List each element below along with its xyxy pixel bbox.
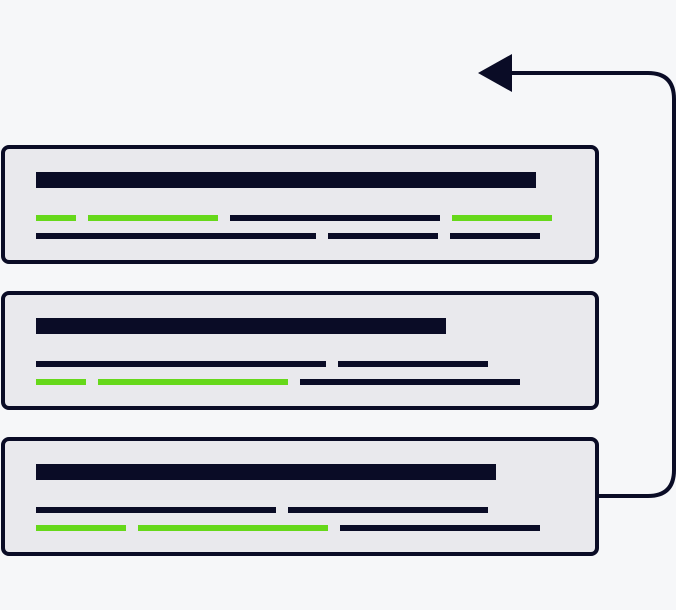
text-line (288, 507, 488, 513)
card-title-bar (36, 318, 446, 334)
highlight-text-line (36, 379, 86, 385)
card-2 (1, 291, 599, 410)
cards-group (1, 145, 599, 556)
text-line (36, 507, 276, 513)
highlight-text-line (98, 379, 288, 385)
loop-arrow-line (512, 71, 676, 498)
card-title-bar (36, 464, 496, 480)
highlight-text-line (452, 215, 552, 221)
text-line (328, 233, 438, 239)
highlight-text-line (36, 215, 76, 221)
text-line (230, 215, 440, 221)
card-frame (1, 145, 599, 264)
text-line (338, 361, 488, 367)
loop-arrow (478, 54, 676, 498)
text-line (300, 379, 520, 385)
card-3 (1, 437, 599, 556)
card-1 (1, 145, 599, 264)
highlight-text-line (36, 525, 126, 531)
card-frame (1, 291, 599, 410)
card-title-bar (36, 172, 536, 188)
arrow-head-icon (478, 54, 512, 92)
highlight-text-line (88, 215, 218, 221)
text-line (36, 233, 316, 239)
card-frame (1, 437, 599, 556)
text-line (450, 233, 540, 239)
text-line (36, 361, 326, 367)
highlight-text-line (138, 525, 328, 531)
text-line (340, 525, 540, 531)
